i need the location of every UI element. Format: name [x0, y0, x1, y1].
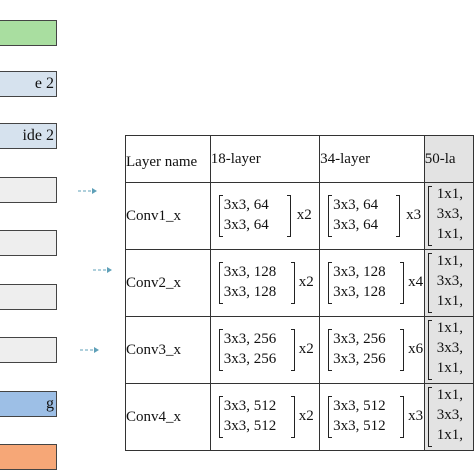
- conv-spec: 3x3, 64: [223, 217, 269, 233]
- repeat-multiplier: x3: [406, 207, 422, 223]
- conv-spec: 1x1,: [436, 320, 463, 336]
- cell-50-layer: 1x1, 3x3, 1x1,: [423, 316, 474, 384]
- repeat-multiplier: x6: [408, 341, 424, 357]
- conv-spec: 3x3, 512: [223, 398, 277, 414]
- bracket-left: [218, 396, 223, 438]
- bracket-left: [218, 262, 223, 304]
- bracket-left: [427, 320, 432, 380]
- repeat-multiplier: x3: [408, 408, 424, 424]
- bracket-left: [427, 387, 432, 447]
- block-label: g: [46, 395, 54, 412]
- repeat-multiplier: x2: [298, 341, 314, 357]
- header-18-layer: 18-layer: [209, 135, 321, 183]
- repeat-multiplier: x2: [296, 207, 312, 223]
- cell-50-layer: 1x1, 3x3, 1x1,: [423, 249, 474, 317]
- bracket-right: [400, 262, 405, 304]
- cell-50-layer: 1x1, 3x3, 1x1,: [423, 182, 474, 250]
- conv-spec: 1x1,: [436, 253, 463, 269]
- network-block: [0, 444, 57, 470]
- network-block: g: [0, 391, 57, 417]
- bracket-right: [290, 262, 295, 304]
- repeat-multiplier: x4: [408, 274, 424, 290]
- bracket-right: [286, 195, 291, 237]
- conv-spec: 3x3, 256: [223, 331, 277, 347]
- network-block: e 2: [0, 71, 57, 97]
- table-row: Conv1_x 3x3, 64 3x3, 64 x2 3x3, 64 3x3, …: [125, 182, 474, 250]
- bracket-left: [328, 396, 333, 438]
- bracket-left: [328, 262, 333, 304]
- conv-spec: 3x3, 512: [333, 418, 386, 434]
- bracket-left: [328, 329, 333, 371]
- conv-spec: 3x3, 64: [333, 197, 379, 213]
- conv-spec: 1x1,: [436, 293, 463, 309]
- cell-34-layer: 3x3, 256 3x3, 256 x6: [319, 316, 425, 384]
- conv-spec: 3x3, 256: [223, 351, 277, 367]
- bracket-left: [427, 253, 432, 313]
- conv-spec: 3x3, 128: [333, 264, 386, 280]
- conv-spec: 3x3, 128: [223, 284, 277, 300]
- resnet-architecture-table: Layer name 18-layer 34-layer 50-la Conv1…: [125, 135, 474, 451]
- conv-spec: 1x1,: [436, 360, 463, 376]
- repeat-multiplier: x2: [298, 274, 314, 290]
- conv-spec: 1x1,: [436, 427, 463, 443]
- bracket-right: [400, 329, 405, 371]
- network-block: [0, 177, 57, 203]
- layer-name: Conv1_x: [125, 182, 211, 250]
- conv-spec: 3x3,: [436, 407, 463, 423]
- table-header-row: Layer name 18-layer 34-layer 50-la: [125, 135, 474, 183]
- bracket-left: [218, 195, 223, 237]
- cell-50-layer: 1x1, 3x3, 1x1,: [423, 383, 474, 451]
- conv-spec: 3x3,: [436, 340, 463, 356]
- conv-spec: 3x3,: [436, 273, 463, 289]
- cell-34-layer: 3x3, 64 3x3, 64 x3: [319, 182, 425, 250]
- cell-18-layer: 3x3, 256 3x3, 256 x2: [209, 316, 321, 384]
- conv-spec: 3x3, 128: [333, 284, 386, 300]
- conv-spec: 3x3, 128: [223, 264, 277, 280]
- header-34-layer: 34-layer: [319, 135, 425, 183]
- bracket-right: [290, 396, 295, 438]
- connector-arrow: [78, 188, 97, 194]
- connector-arrow: [80, 347, 99, 353]
- table-row: Conv4_x 3x3, 512 3x3, 512 x2 3x3, 512 3x…: [125, 383, 474, 451]
- conv-spec: 3x3, 512: [333, 398, 386, 414]
- layer-name: Conv3_x: [125, 316, 211, 384]
- bracket-right: [290, 329, 295, 371]
- cell-18-layer: 3x3, 128 3x3, 128 x2: [209, 249, 321, 317]
- cell-34-layer: 3x3, 128 3x3, 128 x4: [319, 249, 425, 317]
- block-label: e 2: [34, 75, 54, 92]
- conv-spec: 3x3,: [436, 206, 463, 222]
- conv-spec: 3x3, 64: [333, 217, 379, 233]
- header-layer-name: Layer name: [125, 135, 211, 183]
- conv-spec: 3x3, 512: [223, 418, 277, 434]
- conv-spec: 1x1,: [436, 387, 463, 403]
- cell-18-layer: 3x3, 512 3x3, 512 x2: [209, 383, 321, 451]
- header-50-layer: 50-la: [423, 135, 474, 183]
- layer-name: Conv4_x: [125, 383, 211, 451]
- conv-spec: 3x3, 256: [333, 331, 386, 347]
- cell-34-layer: 3x3, 512 3x3, 512 x3: [319, 383, 425, 451]
- cell-18-layer: 3x3, 64 3x3, 64 x2: [209, 182, 321, 250]
- conv-spec: 1x1,: [436, 226, 463, 242]
- layer-name: Conv2_x: [125, 249, 211, 317]
- bracket-left: [427, 186, 432, 246]
- block-label: ide 2: [22, 127, 54, 144]
- repeat-multiplier: x2: [298, 408, 314, 424]
- bracket-right: [400, 396, 405, 438]
- bracket-right: [396, 195, 401, 237]
- network-block: [0, 20, 57, 46]
- network-block: [0, 284, 57, 310]
- network-block: ide 2: [0, 123, 57, 149]
- network-block: [0, 337, 57, 363]
- table-row: Conv3_x 3x3, 256 3x3, 256 x2 3x3, 256 3x…: [125, 316, 474, 384]
- table-row: Conv2_x 3x3, 128 3x3, 128 x2 3x3, 128 3x…: [125, 249, 474, 317]
- bracket-left: [328, 195, 333, 237]
- bracket-left: [218, 329, 223, 371]
- conv-spec: 3x3, 256: [333, 351, 386, 367]
- conv-spec: 3x3, 64: [223, 197, 269, 213]
- connector-arrow: [93, 267, 112, 273]
- network-block: [0, 230, 57, 256]
- conv-spec: 1x1,: [436, 186, 463, 202]
